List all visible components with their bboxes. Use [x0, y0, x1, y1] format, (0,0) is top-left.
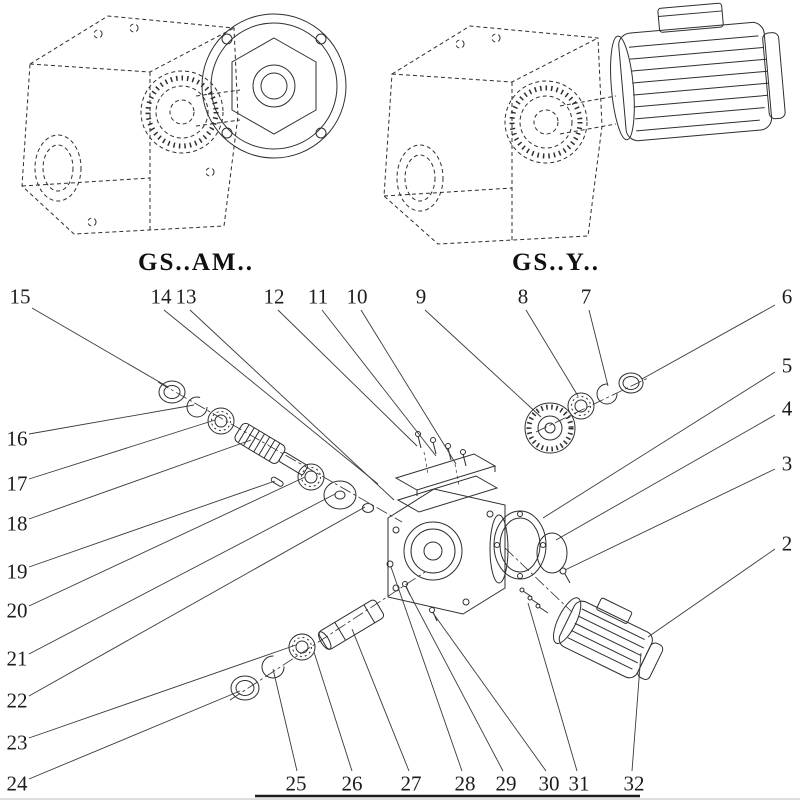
- exploded-view: [157, 372, 664, 701]
- part-key-19: [270, 476, 284, 487]
- callout-11: 11: [307, 284, 329, 309]
- part-bearing-8: [567, 392, 595, 420]
- callout-2: 2: [781, 531, 793, 556]
- callout-12: 12: [263, 284, 285, 309]
- callout-28: 28: [454, 771, 476, 796]
- callout-13: 13: [175, 284, 197, 309]
- part-gasket-4: [536, 532, 568, 574]
- callout-16: 16: [6, 426, 28, 451]
- part-output-shaft-27: [318, 599, 385, 650]
- leader-line-14: [163, 309, 379, 485]
- callout-4: 4: [781, 396, 793, 421]
- callout-21: 21: [6, 646, 28, 671]
- leader-line-25: [272, 668, 298, 772]
- leader-line-29: [405, 586, 504, 772]
- callout-29: 29: [495, 771, 517, 796]
- callout-30: 30: [538, 771, 560, 796]
- callout-17: 17: [6, 471, 28, 496]
- leader-line-2: [647, 548, 776, 638]
- callout-19: 19: [6, 559, 28, 584]
- gs-am-drawing: [21, 13, 347, 235]
- leader-line-3: [564, 468, 776, 571]
- callout-24: 24: [6, 771, 28, 796]
- callout-27: 27: [400, 771, 422, 796]
- callout-32: 32: [623, 771, 645, 796]
- leader-line-15: [31, 307, 169, 388]
- callout-7: 7: [580, 284, 592, 309]
- leader-line-10: [360, 309, 457, 465]
- part-bearing-17: [207, 407, 235, 435]
- callout-25: 25: [285, 771, 307, 796]
- leader-line-12: [277, 309, 418, 447]
- callout-15: 15: [9, 284, 31, 309]
- am-output-flange: [201, 13, 347, 159]
- callout-20: 20: [6, 598, 28, 623]
- leader-line-9: [424, 309, 542, 418]
- leader-line-8: [525, 309, 579, 397]
- part-cover-plates-13-14: [394, 453, 499, 513]
- leader-line-11: [321, 309, 437, 457]
- part-plug-3: [559, 567, 571, 584]
- callout-6: 6: [781, 284, 793, 309]
- callout-23: 23: [6, 730, 28, 755]
- part-snap-ring-7: [596, 383, 618, 405]
- part-motor-2-32: [553, 597, 664, 680]
- model-label-gs-y: GS..Y..: [511, 249, 601, 276]
- leader-line-28: [390, 566, 463, 772]
- callout-18: 18: [6, 511, 28, 536]
- callout-31: 31: [568, 771, 590, 796]
- leader-line-17: [28, 419, 216, 480]
- leader-line-19: [28, 480, 276, 568]
- callout-8: 8: [517, 284, 529, 309]
- part-snap-ring-25: [261, 655, 285, 679]
- callout-10: 10: [346, 284, 368, 309]
- leader-line-24: [28, 690, 241, 780]
- leader-line-6: [641, 304, 776, 380]
- leader-line-30: [432, 612, 547, 772]
- leader-line-31: [527, 602, 578, 772]
- part-round-cover-5: [493, 510, 547, 580]
- callout-14: 14: [150, 284, 172, 309]
- callout-5: 5: [781, 353, 793, 378]
- leader-line-18: [28, 439, 252, 520]
- leader-line-13: [189, 309, 395, 501]
- part-ring-6: [618, 372, 644, 394]
- leader-line-20: [28, 476, 306, 607]
- callout-26: 26: [341, 771, 363, 796]
- leader-line-26: [313, 651, 353, 772]
- y-motor-drawing: [610, 2, 786, 142]
- leader-line-5: [542, 371, 776, 519]
- part-snap-ring-16: [186, 396, 208, 418]
- leader-line-7: [588, 309, 609, 387]
- callout-3: 3: [781, 451, 793, 476]
- leader-line-16: [28, 404, 195, 435]
- part-housing: [387, 488, 509, 615]
- callout-22: 22: [6, 688, 28, 713]
- part-seal-24: [230, 675, 260, 701]
- part-worm-shaft-18: [234, 422, 308, 476]
- leader-line-32: [631, 652, 642, 772]
- part-seal-15: [158, 380, 186, 404]
- part-pin-28: [386, 560, 394, 568]
- leader-line-27: [351, 628, 410, 772]
- callout-9: 9: [415, 284, 427, 309]
- assembly-axes: [157, 377, 649, 701]
- gs-y-drawing: [383, 2, 786, 245]
- leader-line-21: [28, 493, 336, 655]
- part-washer-21: [323, 480, 357, 510]
- model-label-gs-am: GS..AM..: [138, 249, 254, 276]
- leader-line-4: [555, 414, 776, 541]
- part-cover-bolts-10-11-12: [415, 431, 467, 487]
- leader-line-22: [28, 506, 366, 697]
- part-motor-bolts-31: [519, 587, 549, 614]
- part-gear-9: [524, 402, 576, 454]
- leader-line-23: [28, 644, 297, 739]
